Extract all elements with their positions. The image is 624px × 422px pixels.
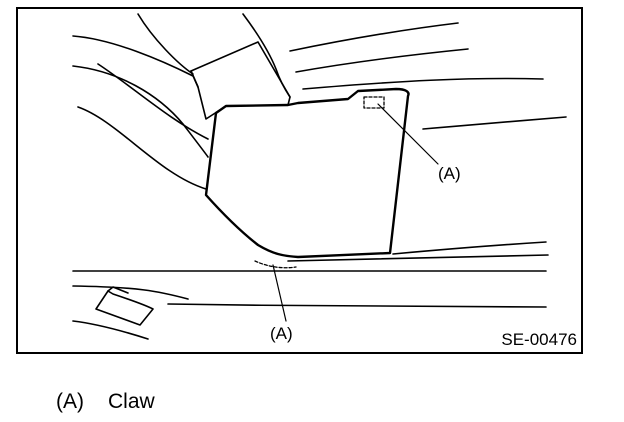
body-line xyxy=(97,63,209,140)
claw-upper xyxy=(363,96,385,109)
bracket-edge xyxy=(107,286,129,294)
legend-label: Claw xyxy=(108,390,155,413)
leader-line-upper xyxy=(377,103,439,165)
callout-label-lower: (A) xyxy=(270,324,293,343)
body-line xyxy=(295,48,469,73)
floor-line xyxy=(72,320,149,340)
flap-edge xyxy=(190,70,199,88)
body-line xyxy=(72,35,194,77)
body-line xyxy=(302,77,544,90)
body-line xyxy=(287,254,549,262)
leader-line-lower xyxy=(272,264,287,322)
floor-line xyxy=(72,285,189,300)
body-line xyxy=(422,116,567,130)
diagram-frame: (A) (A) SE-00476 xyxy=(16,7,583,354)
callout-label-upper: (A) xyxy=(438,164,461,183)
floor-line xyxy=(167,303,547,308)
legend: (A) Claw xyxy=(56,391,155,413)
body-line xyxy=(77,106,207,190)
body-line xyxy=(392,241,547,255)
line-drawing xyxy=(72,13,567,340)
body-line xyxy=(72,65,209,158)
body-line xyxy=(137,13,194,75)
figure-code: SE-00476 xyxy=(501,330,577,349)
cover-panel xyxy=(204,87,410,259)
body-line xyxy=(289,22,459,52)
legend-key: (A) xyxy=(56,390,84,413)
bracket xyxy=(95,290,154,326)
flap xyxy=(190,41,291,120)
claw-lower xyxy=(254,260,297,269)
